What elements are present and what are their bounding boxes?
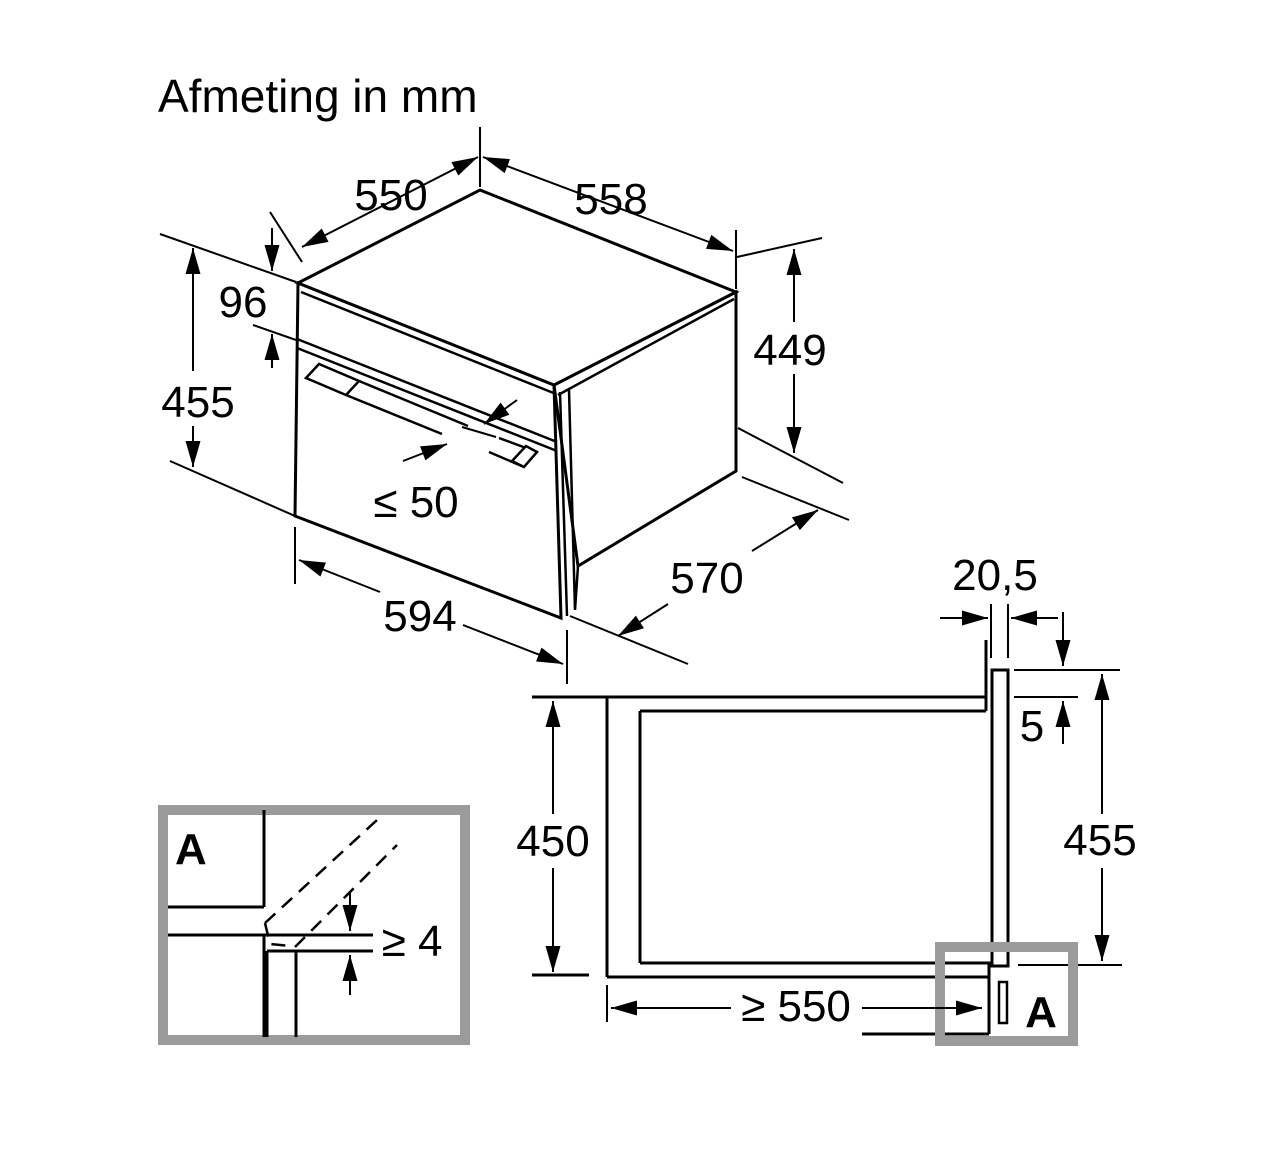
dim-label-niche-height: 450: [516, 817, 589, 866]
detail-a-label: A: [175, 825, 207, 874]
dim-front-offset: 20,5: [940, 551, 1058, 658]
dim-label-top-overlap: 5: [1020, 702, 1044, 751]
appliance-front-panel: [990, 668, 1010, 968]
dim-top-width: 558: [482, 156, 737, 289]
dim-label-body-depth: 570: [670, 554, 743, 603]
dim-455-extensions: [169, 460, 296, 517]
dim-niche-height: 450: [516, 701, 590, 972]
detail-a-marker-label: A: [1025, 988, 1057, 1037]
dim-top-overlap: 5: [1014, 612, 1120, 751]
dim-front-width: 594: [294, 527, 568, 684]
dim-205-extensions: [990, 604, 1009, 658]
dim-449-extensions: [736, 237, 844, 484]
dim-panel-height: 96: [159, 228, 297, 368]
dim-label-door-top-clearance: ≥ 4: [382, 917, 443, 966]
dim-top-depth: 550: [269, 127, 481, 263]
handle-right-end: [509, 444, 539, 469]
detail-a-indicator-frame: [935, 942, 1078, 1046]
detail-a-frame: [158, 805, 470, 1045]
dim-label-top-width: 558: [574, 175, 647, 224]
drawing-title: Afmeting in mm: [158, 70, 478, 122]
dim-50-reference-line: [461, 426, 497, 438]
dim-570-extensions: [569, 476, 850, 665]
dim-label-body-height: 449: [753, 326, 826, 375]
cabinet-section-outline: [532, 640, 992, 1036]
handle-bar: [345, 379, 538, 469]
dim-label-top-depth: 550: [354, 171, 427, 220]
dim-594-arrow-left: [298, 559, 381, 593]
dim-door-top-clearance: ≥ 4: [342, 893, 443, 995]
detail-a-view: A ≥ 4: [158, 805, 470, 1045]
dim-panel-front-height: 455: [1018, 674, 1137, 966]
dim-50-arrow-upper: [483, 399, 518, 425]
isometric-oven-view: 550 558 96 455 449: [159, 127, 850, 684]
dim-570-arrow-left: [617, 603, 669, 637]
dim-label-panel-height: 96: [219, 278, 268, 327]
dim-handle-clearance: ≤ 50: [373, 399, 518, 527]
dim-550-line: [301, 156, 479, 248]
dim-label-front-width: 594: [383, 592, 456, 641]
dim-50-arrow-lower: [402, 443, 448, 462]
dim-558-line: [482, 156, 734, 252]
dim-label-front-offset: 20,5: [952, 551, 1038, 600]
oven-edge-lines: [296, 290, 735, 617]
dim-5-extensions: [1014, 669, 1120, 698]
open-door-outline: [263, 819, 398, 948]
dim-label-niche-depth: ≥ 550: [741, 982, 851, 1031]
dim-niche-depth: ≥ 550: [606, 982, 982, 1031]
dim-label-front-height: 455: [161, 378, 234, 427]
detail-cabinet-lines: [168, 810, 373, 1037]
door-handle: [303, 362, 539, 469]
dim-body-depth: 570: [569, 476, 850, 665]
appliance-lower-trim: [997, 980, 1009, 1025]
dim-label-handle-clearance: ≤ 50: [373, 478, 458, 527]
dim-label-panel-front-height: 455: [1063, 816, 1136, 865]
niche-section-view: 20,5 5 450 455 A ≥ 5: [516, 551, 1137, 1046]
dim-550-extensions: [269, 127, 481, 263]
dim-570-arrow-right: [751, 509, 819, 552]
dim-body-height: 449: [736, 237, 844, 484]
dim-594-extensions: [294, 527, 568, 684]
dim-594-arrow-right: [462, 624, 564, 665]
dim-front-height: 455: [161, 248, 296, 517]
dim-96-extensions: [159, 233, 297, 341]
